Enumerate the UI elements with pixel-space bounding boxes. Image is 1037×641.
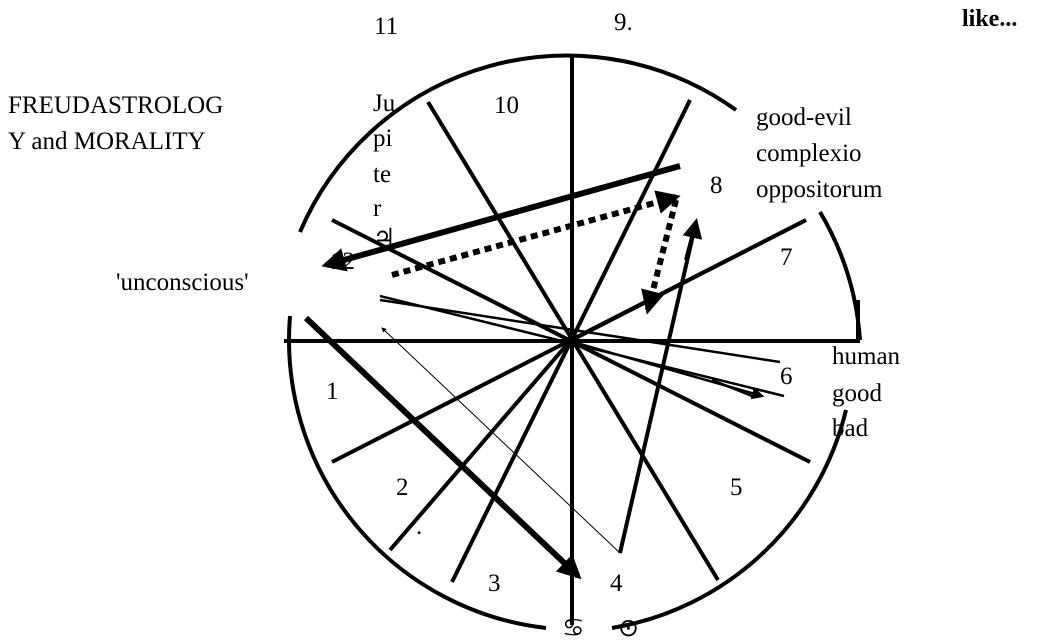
house-9-label: 9.	[614, 9, 633, 36]
house-8-label: 8	[710, 172, 723, 199]
human-good-bad-label: human good bad	[832, 343, 901, 442]
human-line: bad	[832, 415, 869, 442]
arrow-4-to-8-hook	[684, 221, 698, 261]
jupiter-label-part: r	[373, 195, 382, 222]
thin-arrow-to-upper-left	[381, 327, 621, 554]
house-12-label: 12	[330, 248, 355, 275]
house-10-label: 10	[494, 92, 519, 119]
line-center-to-7	[569, 218, 807, 343]
dotted-arrow-8-down	[641, 199, 679, 315]
good-evil-label: good-evil complexio oppositorum	[756, 104, 883, 203]
arrow-unconscious-to-4	[303, 315, 582, 580]
house-7-label: 7	[780, 244, 793, 271]
unconscious-label: 'unconscious'	[116, 269, 249, 296]
arrow-4-to-8	[618, 218, 703, 554]
good-evil-line: good-evil	[756, 104, 852, 131]
zodiac-wheel-circle	[287, 53, 862, 630]
circle-arc-bottom-right	[611, 409, 848, 630]
jupiter-label-part: pi	[373, 125, 393, 152]
jupiter-label-part: te	[373, 161, 391, 188]
human-line: human	[832, 343, 901, 370]
title-line-1: FREUDASTROLOG	[8, 92, 223, 119]
arrow-to-unconscious	[321, 163, 681, 272]
jupiter-label-part: Ju	[373, 90, 396, 117]
title-line-2: Y and MORALITY	[8, 128, 206, 155]
dotted-arrow-to-8	[391, 190, 681, 278]
house-5-label: 5	[730, 474, 743, 501]
house-11-label: 11	[374, 13, 398, 40]
sun-symbol: ⊙	[618, 613, 639, 641]
cusp-2-center	[388, 339, 572, 552]
good-evil-line: oppositorum	[756, 176, 883, 203]
house-labels: 1 2 3 4 5 6 7 8 9. 10 11 12	[326, 9, 793, 597]
cancer-symbol: ♋	[562, 613, 584, 641]
good-evil-line: complexio	[756, 140, 862, 167]
house-6-label: 6	[780, 363, 793, 390]
line-left-to-6b	[379, 298, 781, 364]
stray-dot: .	[416, 513, 422, 540]
circle-arc-bottom-left	[287, 315, 547, 630]
corner-note: like...	[962, 6, 1017, 32]
line-left-to-6	[379, 294, 785, 398]
arrow-to-human-hook	[711, 378, 753, 398]
circle-arc-right	[818, 210, 862, 341]
stray-dot: .	[352, 127, 358, 154]
jupiter-label: Ju pi te r ♃	[373, 90, 396, 252]
house-2-label: 2	[396, 474, 409, 501]
house-3-label: 3	[488, 570, 501, 597]
circle-arc-top	[298, 53, 738, 233]
human-line: good	[832, 380, 883, 407]
house-4-label: 4	[610, 570, 623, 597]
house-1-label: 1	[326, 378, 339, 405]
jupiter-symbol: ♃	[373, 223, 395, 252]
